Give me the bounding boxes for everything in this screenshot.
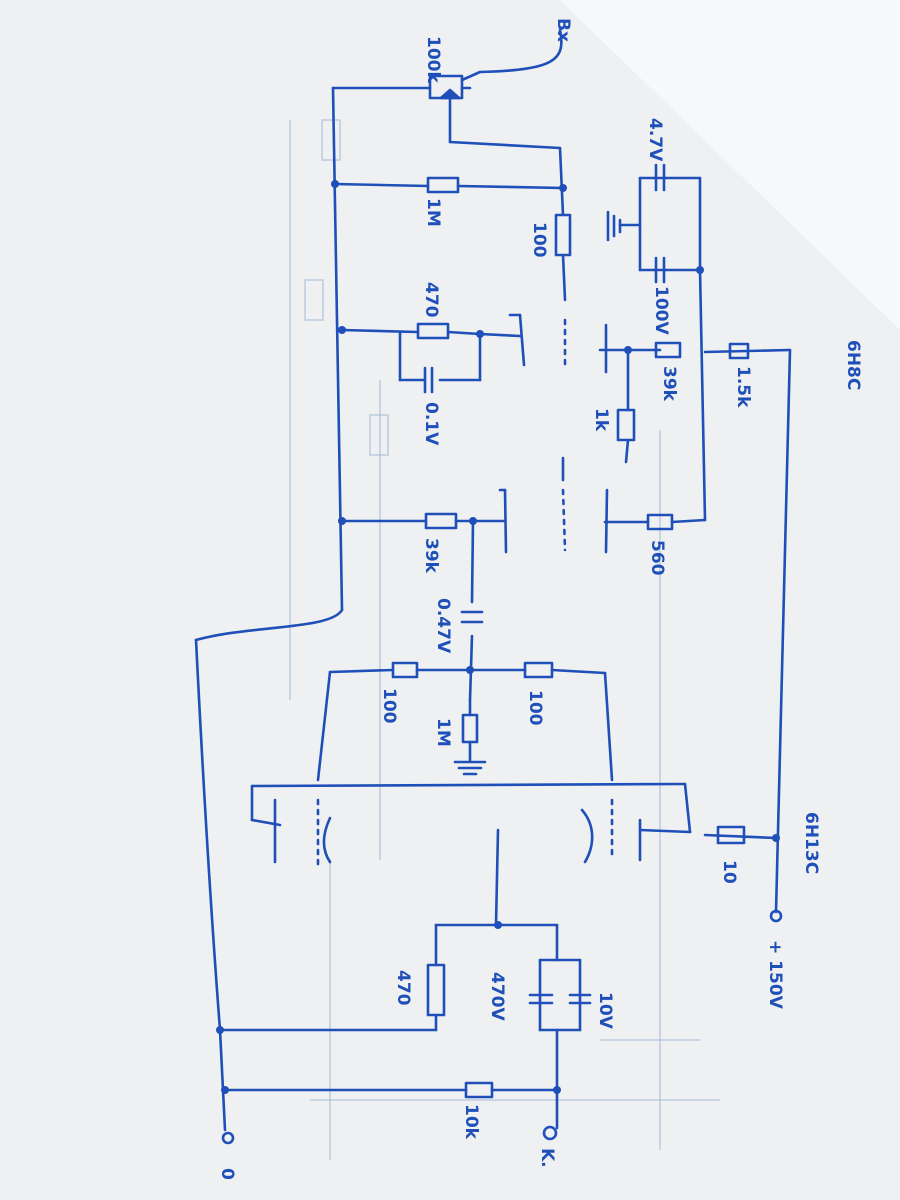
resistor-39k-b — [424, 512, 458, 530]
capacitor-4-7 — [654, 163, 666, 192]
paper-highlight — [560, 0, 900, 330]
ground-mark-4-7 — [606, 210, 622, 242]
label-r-100-b: 100 — [525, 690, 545, 726]
label-output: K. — [537, 1148, 557, 1168]
resistor-39k-a — [654, 341, 682, 359]
label-r-470-a: 470 — [421, 282, 441, 318]
label-c-470v: 470V — [487, 972, 507, 1021]
label-r-1m-b: 1M — [433, 718, 453, 747]
capacitor-100v — [654, 256, 666, 284]
resistor-1m — [426, 176, 460, 194]
label-c-0-1: 0.1V — [421, 402, 441, 446]
label-ground: 0 — [217, 1168, 237, 1180]
supply-terminal — [769, 909, 783, 923]
resistor-1k — [616, 408, 636, 442]
label-c-10v: 10V — [595, 992, 615, 1030]
label-tube-preamp: 6H8C — [843, 340, 863, 390]
label-tube-output: 6H13C — [801, 812, 821, 874]
label-r-10k: 10k — [461, 1104, 481, 1140]
resistor-560 — [646, 513, 674, 531]
capacitor-470v — [528, 993, 554, 1005]
labels: 6H8C 6H13C + 150V Bx K. 0 100k 1M 100 4.… — [217, 18, 863, 1180]
capacitor-0-1 — [423, 366, 434, 394]
tube-6h13c-right — [580, 798, 692, 864]
label-r-1k: 1k — [591, 408, 611, 432]
label-c-0-47: 0.47V — [433, 598, 453, 654]
label-r-100-dec: 100 — [529, 222, 549, 258]
capacitor-0-47 — [460, 610, 484, 624]
label-r-10: 10 — [719, 860, 739, 884]
tube-6h8c-stage2 — [498, 456, 609, 554]
capacitor-10v — [568, 993, 592, 1005]
label-r-39k-a: 39k — [659, 366, 679, 402]
back-side-show-through — [289, 119, 720, 1160]
label-r-470-b: 470 — [393, 970, 413, 1006]
label-r-560: 560 — [647, 540, 667, 576]
ground-terminal — [221, 1131, 235, 1145]
label-r-1m: 1M — [423, 198, 443, 227]
label-r-39k-b: 39k — [421, 538, 441, 574]
resistor-10 — [716, 825, 746, 845]
pot-wiper — [439, 88, 461, 100]
tube-6h8c-stage1 — [508, 313, 608, 374]
resistor-1-5k — [728, 342, 750, 360]
resistor-10k — [464, 1081, 494, 1099]
resistor-1m-b — [461, 713, 479, 744]
output-terminal — [542, 1125, 558, 1141]
terminals — [221, 909, 783, 1145]
label-r-100-a: 100 — [379, 688, 399, 724]
resistor-470-a — [416, 322, 450, 340]
resistor-470-b — [426, 963, 446, 1017]
label-r-1-5k: 1.5k — [733, 366, 753, 408]
wires — [194, 28, 792, 1132]
tube-6h13c-left — [250, 798, 332, 872]
components — [250, 74, 750, 1099]
resistor-100-a — [391, 661, 419, 679]
label-c-100v: 100V — [651, 286, 671, 335]
resistor-100-b — [523, 661, 554, 679]
junction-dots — [216, 180, 780, 1094]
label-pot: 100k — [423, 36, 443, 83]
label-supply: + 150V — [765, 940, 785, 1010]
ground-mark-1m — [453, 760, 487, 776]
label-input: Bx — [553, 18, 573, 42]
label-c-4-7: 4.7V — [645, 118, 665, 162]
resistor-100-dec — [554, 213, 572, 257]
